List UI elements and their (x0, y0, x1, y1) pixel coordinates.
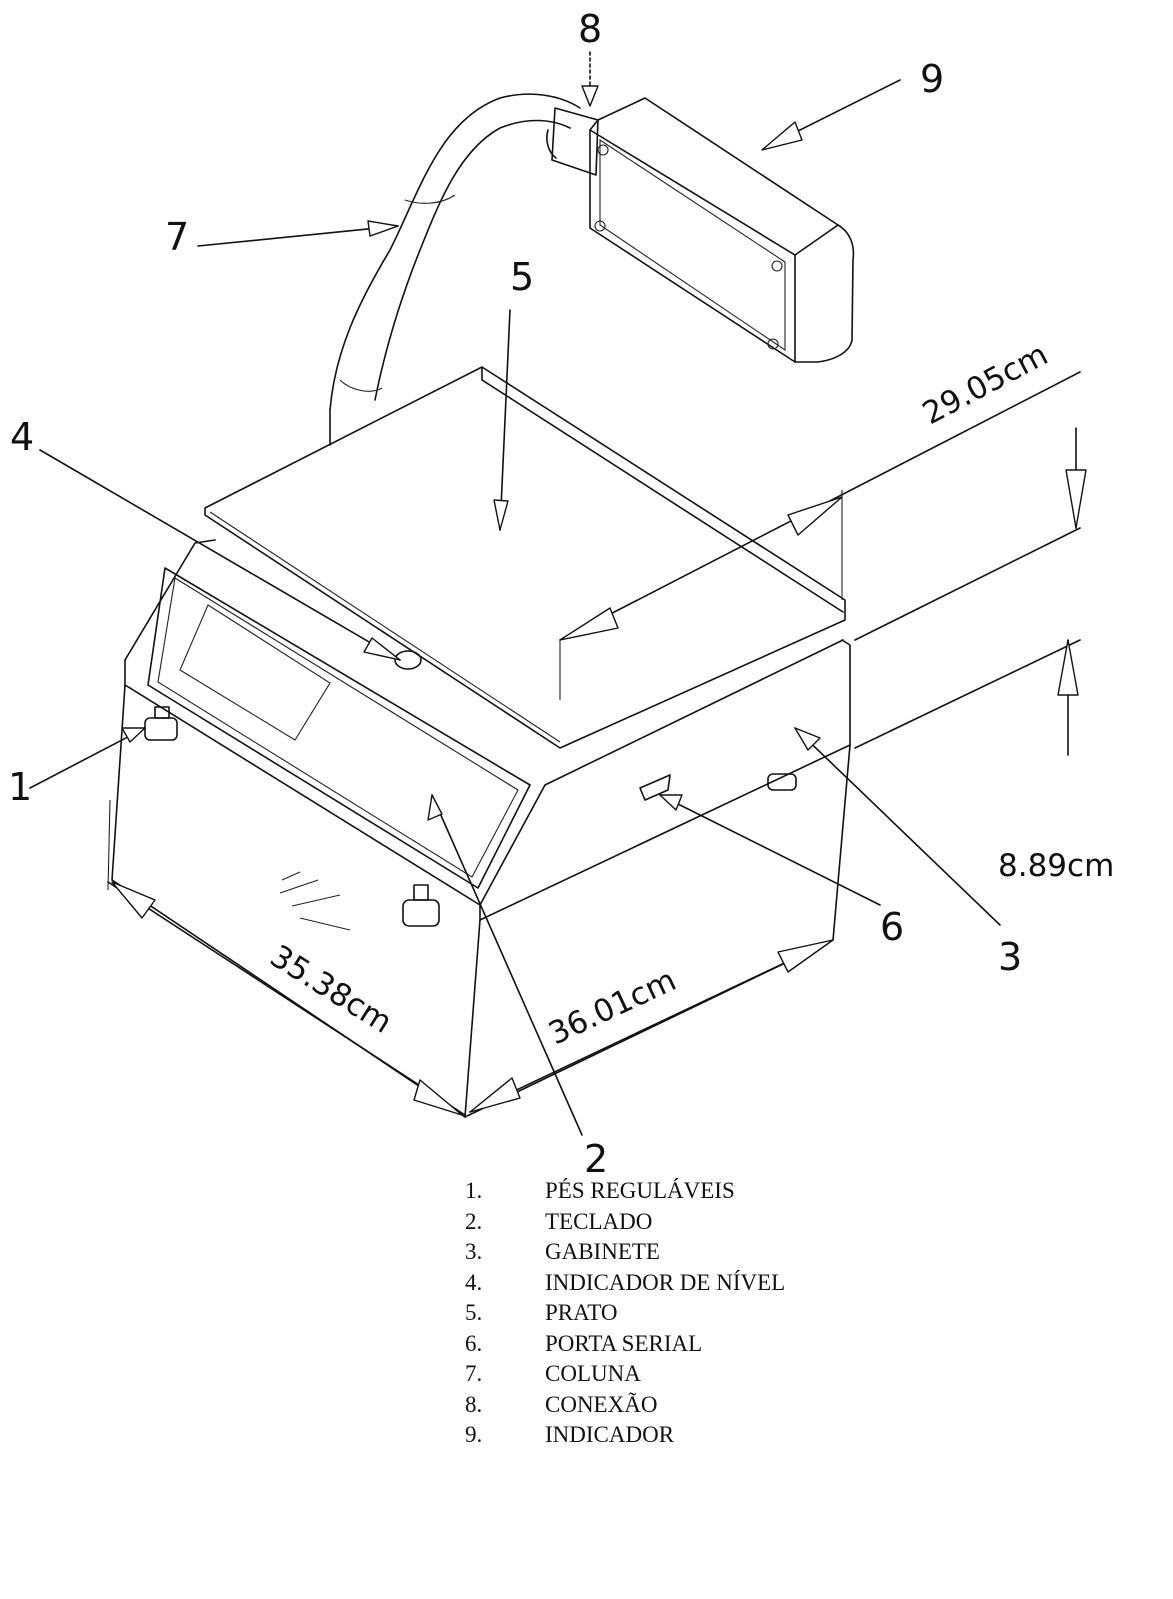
indicator-head (589, 97, 855, 363)
legend-item: 7. COLUNA (465, 1359, 785, 1390)
legend-label: COLUNA (545, 1361, 641, 1387)
legend-item: 3. GABINETE (465, 1237, 785, 1268)
callout-5: 5 (510, 255, 534, 299)
legend-item: 1. PÉS REGULÁVEIS (465, 1176, 785, 1207)
legend-label: GABINETE (545, 1239, 660, 1265)
callout-6: 6 (880, 905, 904, 949)
adjustable-foot (402, 884, 440, 927)
dimension-width-depth: 35.38cm (264, 938, 398, 1041)
dimension-platter: 29.05cm (917, 336, 1054, 432)
legend-number: 8. (465, 1391, 483, 1417)
callout-1: 1 (8, 765, 32, 809)
parts-legend: 1. PÉS REGULÁVEIS 2. TECLADO 3. GABINETE 4.… (465, 1176, 785, 1451)
adjustable-foot (767, 773, 797, 791)
callout-2: 2 (584, 1137, 608, 1181)
legend-label: INDICADOR (545, 1422, 675, 1448)
dimension-width-front: 36.01cm (543, 962, 681, 1052)
callout-9: 9 (920, 57, 944, 101)
legend-label: PORTA SERIAL (545, 1330, 703, 1356)
legend-number: 1. (465, 1178, 483, 1204)
legend-item: 8. CONEXÃO (465, 1390, 785, 1421)
legend-label: CONEXÃO (545, 1391, 658, 1417)
legend-item: 4. INDICADOR DE NÍVEL (465, 1268, 785, 1299)
legend-label: PRATO (545, 1300, 618, 1326)
legend-item: 9. INDICADOR (465, 1420, 785, 1451)
housing (111, 539, 851, 1118)
callout-4: 4 (10, 415, 34, 459)
callout-8: 8 (578, 7, 602, 51)
legend-item: 2. TECLADO (465, 1207, 785, 1238)
adjustable-foot (144, 706, 178, 741)
legend-item: 6. PORTA SERIAL (465, 1329, 785, 1360)
dimension-height: 8.89cm (998, 848, 1114, 884)
legend-number: 4. (465, 1269, 483, 1295)
legend-number: 5. (465, 1300, 483, 1326)
legend-number: 3. (465, 1239, 483, 1265)
connection (546, 107, 599, 176)
legend-label: INDICADOR DE NÍVEL (545, 1269, 786, 1295)
platter (204, 366, 846, 749)
callout-3: 3 (998, 935, 1022, 979)
column (329, 93, 581, 446)
legend-number: 2. (465, 1208, 483, 1234)
legend-label: PÉS REGULÁVEIS (545, 1178, 735, 1204)
callout-7: 7 (165, 215, 189, 259)
legend-number: 6. (465, 1330, 483, 1356)
legend-label: TECLADO (545, 1208, 653, 1234)
dimension-lines (107, 371, 1087, 1116)
leader-lines (29, 51, 1001, 1136)
legend-number: 9. (465, 1422, 483, 1448)
legend-item: 5. PRATO (465, 1298, 785, 1329)
legend-number: 7. (465, 1361, 483, 1387)
